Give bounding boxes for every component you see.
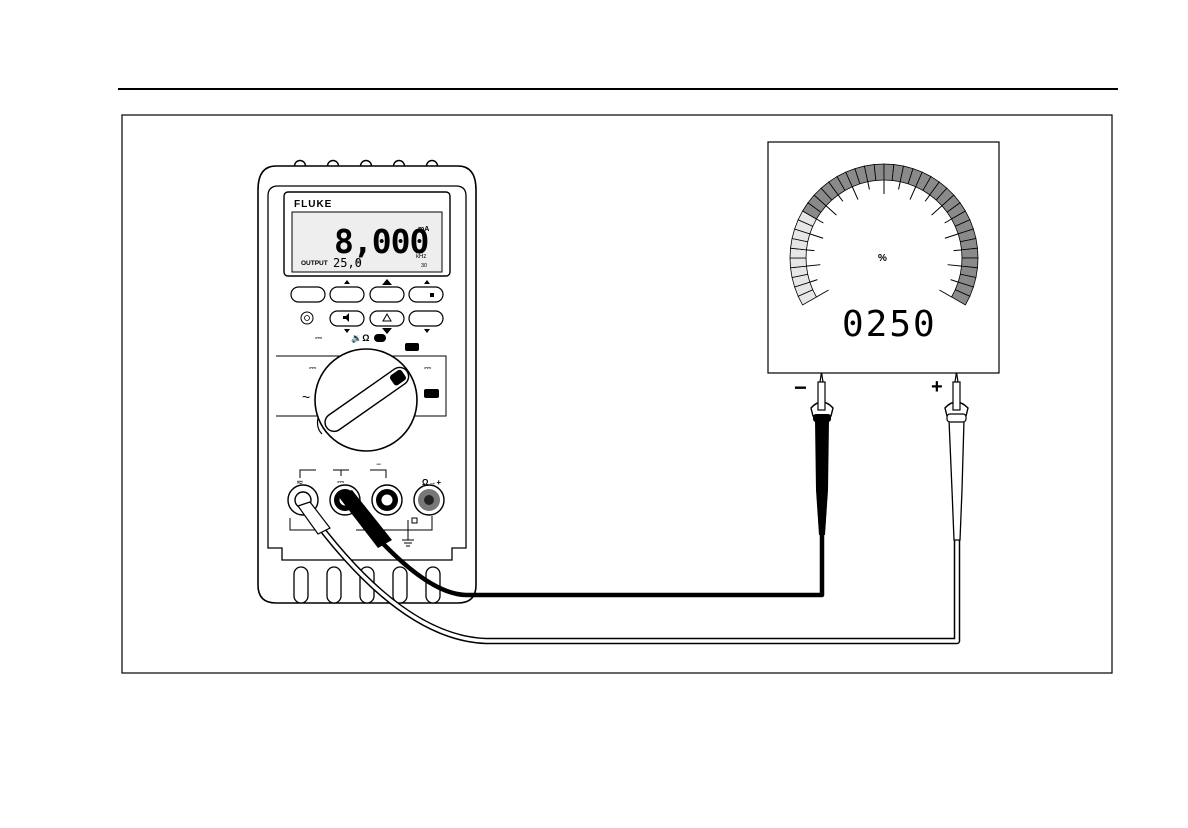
dial-dc-left-symbol-2: ⎓	[309, 363, 316, 373]
backlight-icon[interactable]	[301, 312, 313, 324]
brand-logo: FLUKE	[294, 199, 332, 210]
dial-dc-right-symbol: ⎓	[424, 363, 431, 373]
stop-button[interactable]	[409, 287, 443, 302]
output-label: OUTPUT	[301, 260, 328, 267]
dial-ohm-group: 🔉Ω	[351, 333, 369, 344]
function-button[interactable]	[291, 287, 325, 302]
reading-unit: mA	[418, 226, 429, 233]
range-indicator: 30	[421, 263, 427, 269]
diode-icon	[374, 334, 386, 342]
minus-terminal-label: −	[794, 375, 807, 400]
stop-icon	[430, 293, 434, 297]
up-button-1[interactable]	[330, 287, 364, 302]
freq-unit: kHz	[416, 254, 426, 260]
down-button[interactable]	[409, 311, 443, 326]
dial-mode-badge	[405, 343, 419, 351]
output-unit: %	[356, 260, 362, 266]
plus-terminal-label: +	[931, 376, 943, 398]
up-button-2[interactable]	[370, 287, 404, 302]
indicator-unit: %	[878, 253, 887, 264]
dial-ac-symbol: ~	[302, 389, 310, 405]
jack-ohm-hole	[424, 495, 434, 505]
indicator-reading: 0250	[842, 304, 937, 345]
jack-com-hole	[381, 494, 393, 506]
loop-mode-badge	[424, 389, 439, 398]
bar-segment	[962, 248, 978, 258]
jack-symbol-minus: −	[376, 459, 381, 469]
bar-segment	[790, 258, 806, 268]
dial-dc-left-symbol: ⎓	[315, 333, 322, 343]
multimeter: FLUKE 8,000 mA OUTPUT 25,0 % kHz 30	[258, 161, 476, 604]
loop-indicator: % 0250 − +	[768, 142, 999, 400]
bar-segment	[874, 164, 884, 180]
